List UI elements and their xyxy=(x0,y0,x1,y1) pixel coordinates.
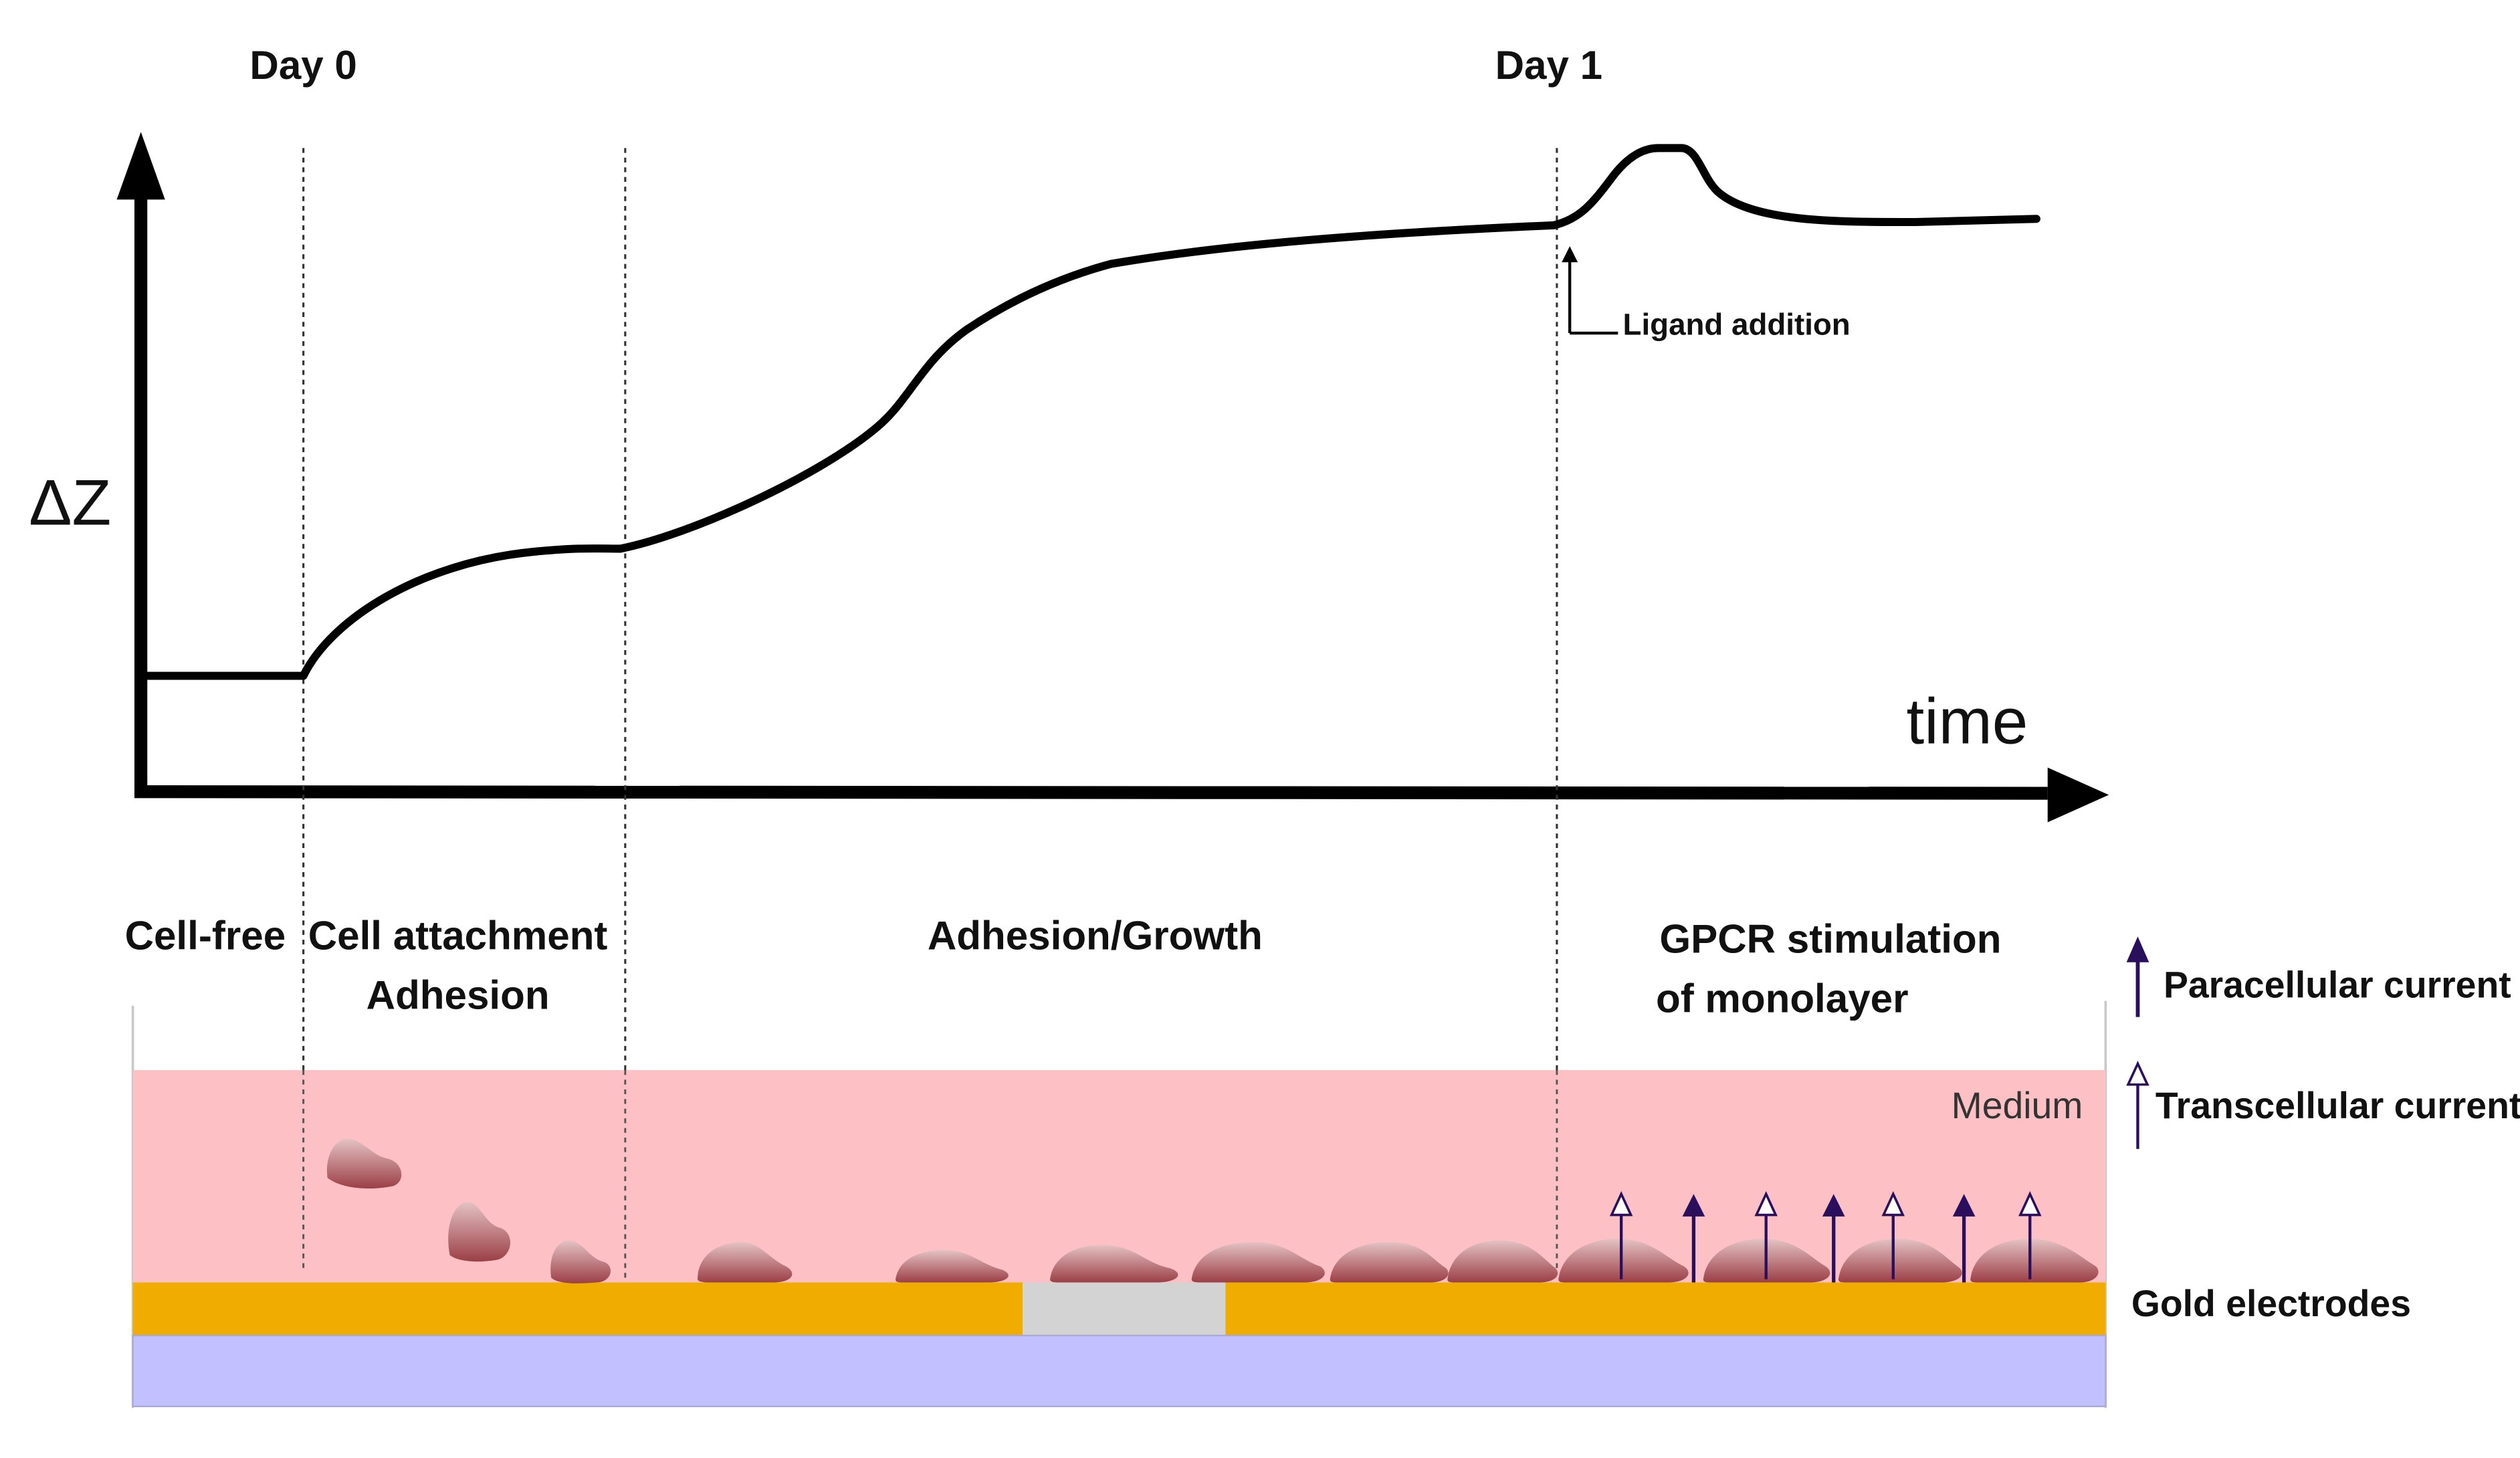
y-axis-arrowhead xyxy=(116,132,165,200)
day0-label: Day 0 xyxy=(249,43,356,88)
ligand-addition-marker: Ligand addition xyxy=(1562,246,1851,341)
cell-floating-1 xyxy=(326,1138,402,1189)
transcellular-arrow-3 xyxy=(1881,1190,1905,1279)
phase-attachment-line1: Cell attachment xyxy=(308,914,608,958)
x-axis-arrowhead xyxy=(2047,767,2109,823)
gold-electrode-left xyxy=(132,1282,1023,1336)
cell-adherent-5 xyxy=(1330,1242,1449,1283)
settling-cells xyxy=(326,1138,611,1283)
transcellular-arrow-2 xyxy=(1754,1190,1778,1279)
legend: Paracellular current Transcellular curre… xyxy=(2126,936,2520,1324)
phase-gpcr-line2: of monolayer xyxy=(1656,976,1909,1021)
phase-attachment-line2: Adhesion xyxy=(366,973,550,1018)
cell-monolayer-1 xyxy=(1558,1239,1689,1283)
cell-sinking-2 xyxy=(448,1202,510,1262)
substrate-layer xyxy=(132,1334,2107,1408)
paracellular-arrow-3 xyxy=(1952,1194,1976,1283)
paracellular-arrow-2 xyxy=(1822,1194,1845,1283)
transcellular-arrow-4 xyxy=(2018,1190,2042,1279)
legend-transcellular-icon xyxy=(2126,1061,2149,1149)
cell-adherent-2 xyxy=(896,1250,1009,1283)
current-arrows xyxy=(1609,1190,2042,1283)
impedance-graph: Ligand addition Day 0 Day 1 ΔZ time xyxy=(29,43,2109,1279)
cell-monolayer-3 xyxy=(1838,1239,1962,1283)
medium-label: Medium xyxy=(1952,1085,2083,1126)
ligand-arrowhead xyxy=(1562,246,1578,263)
y-axis-label: ΔZ xyxy=(29,467,111,538)
phase-growth: Adhesion/Growth xyxy=(928,914,1263,958)
x-axis-label: time xyxy=(1907,686,2028,758)
electrode-gap xyxy=(1023,1282,1226,1336)
cell-monolayer-4 xyxy=(1970,1239,2099,1283)
phase-gpcr-line1: GPCR stimulation xyxy=(1659,916,2001,961)
phase-cell-free: Cell-free xyxy=(125,914,286,958)
legend-paracellular-icon xyxy=(2126,936,2149,1017)
legend-transcellular-label: Transcellular current xyxy=(2156,1085,2520,1126)
transcellular-arrow-1 xyxy=(1609,1190,1633,1279)
paracellular-arrow-1 xyxy=(1682,1194,1705,1283)
day1-label: Day 1 xyxy=(1495,43,1602,88)
x-axis xyxy=(134,785,2048,800)
gold-electrode-right xyxy=(1225,1282,2106,1336)
cell-adherent-3 xyxy=(1050,1245,1178,1283)
impedance-curve xyxy=(138,144,2040,680)
well-schematic: Medium xyxy=(131,1001,2107,1409)
ligand-addition-label: Ligand addition xyxy=(1623,307,1851,341)
cell-adherent-4 xyxy=(1191,1242,1325,1283)
phase-labels: Cell-free Cell attachment Adhesion Adhes… xyxy=(125,914,2002,1021)
cell-adherent-6 xyxy=(1447,1240,1558,1283)
adherent-cells xyxy=(698,1239,2099,1283)
cell-adherent-1 xyxy=(698,1242,793,1283)
legend-paracellular-label: Paracellular current xyxy=(2164,964,2511,1006)
gold-electrodes-label: Gold electrodes xyxy=(2131,1283,2411,1324)
cell-landing-3 xyxy=(550,1240,611,1283)
